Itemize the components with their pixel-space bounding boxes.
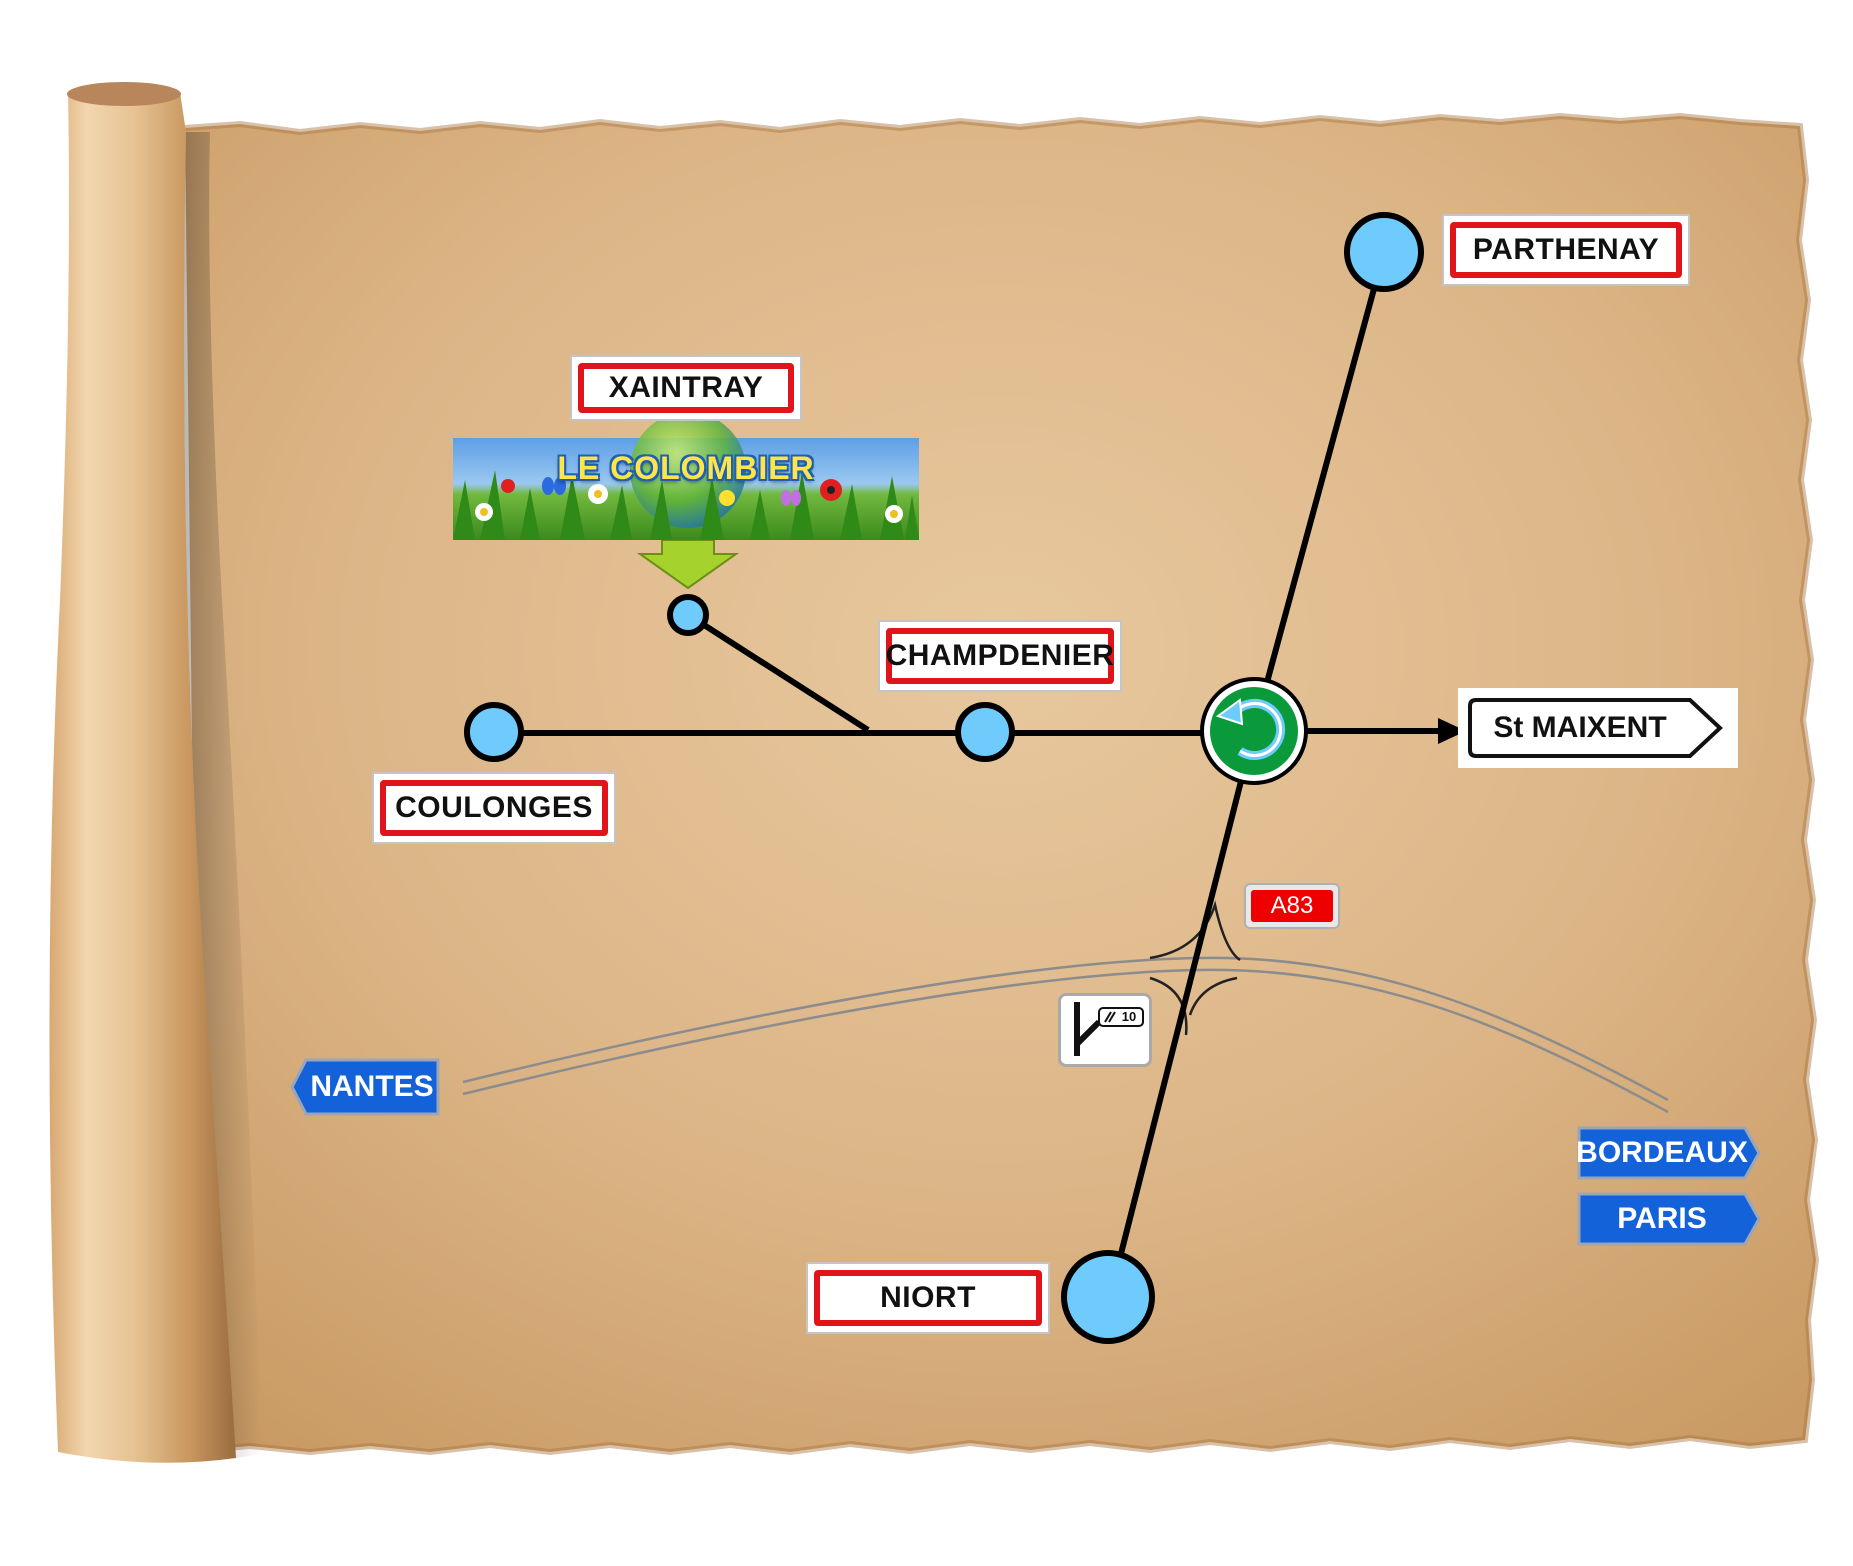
town-sign-label: PARTHENAY xyxy=(1450,222,1682,278)
node-coulonges xyxy=(464,702,524,762)
town-sign-parthenay: PARTHENAY xyxy=(1442,214,1690,286)
town-sign-label: XAINTRAY xyxy=(578,363,794,413)
interchange-ramp xyxy=(1149,900,1241,962)
direction-sign-label: NANTES xyxy=(310,1070,434,1103)
town-sign-label: CHAMPDENIER xyxy=(886,628,1114,684)
node-niort xyxy=(1061,1250,1155,1344)
node-parthenay xyxy=(1344,212,1424,292)
town-sign-coulonges: COULONGES xyxy=(372,772,616,844)
arrow-right-icon xyxy=(1438,718,1466,744)
parchment-roll xyxy=(49,86,236,1463)
town-sign-label: NIORT xyxy=(814,1270,1042,1326)
motorway-exit-icon xyxy=(1074,1002,1144,1056)
butterfly-icon xyxy=(781,490,801,506)
motorway-line xyxy=(462,968,1669,1114)
town-sign-champdenier: CHAMPDENIER xyxy=(878,620,1122,692)
le-colombier-banner-art xyxy=(453,412,919,540)
direction-sign-label: BORDEAUX xyxy=(1576,1136,1748,1169)
arrow-down-icon xyxy=(636,539,740,590)
motorway-badge-a83: A83 xyxy=(1244,883,1340,929)
interchange-ramp xyxy=(1149,976,1188,1036)
motorway-line xyxy=(462,956,1669,1102)
sign-arrow-shape xyxy=(1468,698,1723,758)
town-sign-label: COULONGES xyxy=(380,780,608,836)
sign-arrow-shape xyxy=(290,1058,440,1116)
parchment-edge-shadow xyxy=(184,112,1820,1456)
flower-icon xyxy=(475,479,903,523)
parchment-roll-shadow xyxy=(184,132,262,1458)
road-niort xyxy=(1107,729,1257,1298)
roundabout-icon xyxy=(1200,677,1308,785)
road-parthenay xyxy=(1251,251,1387,731)
parchment-roll-top xyxy=(67,82,181,106)
banner-title: LE COLOMBIER xyxy=(557,450,815,486)
road-xaintray xyxy=(688,613,870,733)
direction-sign-st-maixent: St MAIXENT xyxy=(1458,688,1738,768)
motorway-label: A83 xyxy=(1251,890,1333,922)
node-champdenier xyxy=(955,702,1015,762)
sign-arrow-shape xyxy=(1577,1192,1761,1246)
node-xaintray xyxy=(667,594,709,636)
direction-sign-label: St MAIXENT xyxy=(1493,711,1667,744)
direction-sign-bordeaux: BORDEAUX xyxy=(1576,1126,1761,1180)
town-sign-xaintray: XAINTRAY xyxy=(570,355,802,421)
interchange-ramp xyxy=(1188,976,1238,1016)
motorway-exit-sign: 10 xyxy=(1058,993,1152,1067)
direction-sign-paris: PARIS xyxy=(1577,1192,1761,1246)
butterfly-icon xyxy=(542,477,566,495)
le-colombier-banner[interactable]: LE COLOMBIER xyxy=(453,438,919,540)
direction-sign-nantes: NANTES xyxy=(290,1058,440,1116)
town-sign-niort: NIORT xyxy=(806,1262,1050,1334)
exit-number: 10 xyxy=(1121,1009,1137,1024)
direction-sign-label: PARIS xyxy=(1617,1202,1707,1235)
sign-arrow-shape xyxy=(1577,1126,1761,1180)
